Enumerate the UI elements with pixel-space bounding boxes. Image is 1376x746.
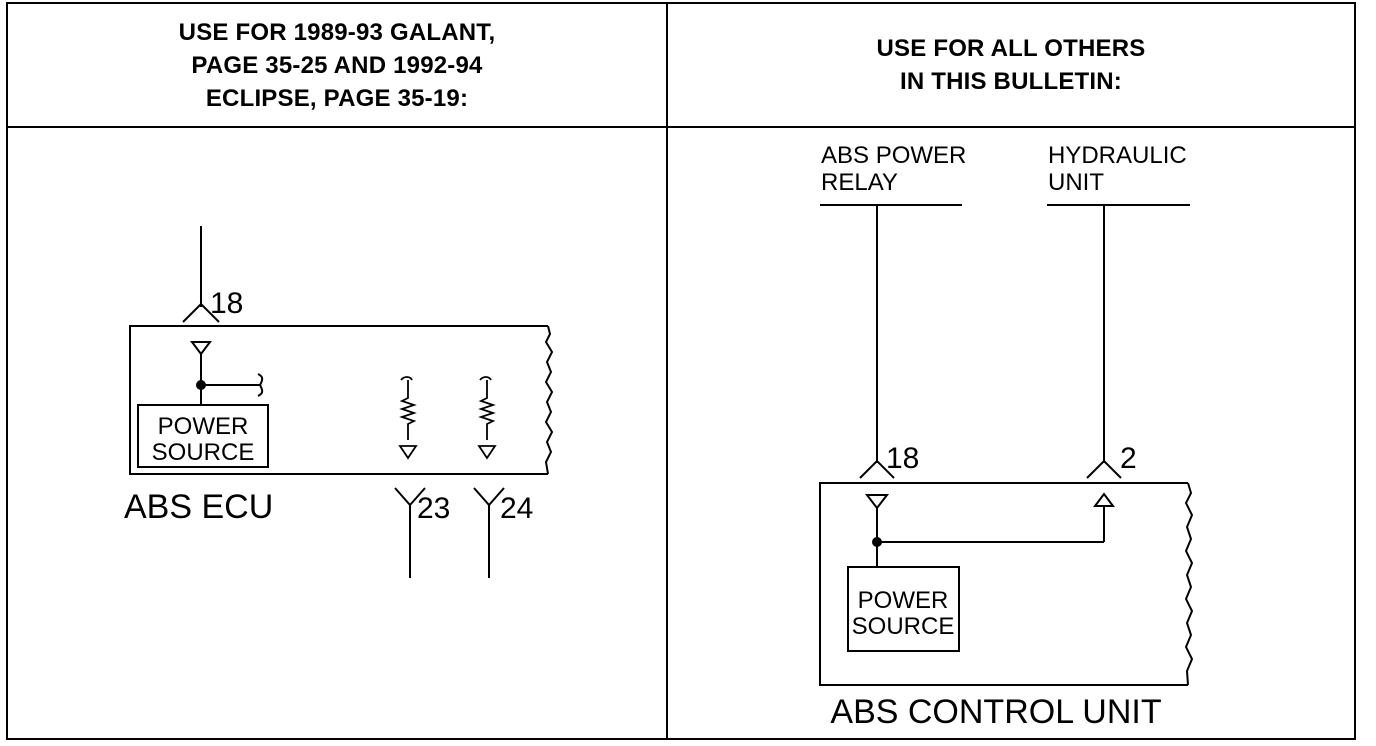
panel-divider <box>666 2 668 740</box>
pin-24-resistor <box>477 376 497 460</box>
bulletin-frame <box>6 2 1356 740</box>
pin-18-label: 18 <box>886 442 919 475</box>
abs-power-relay-line-2: RELAY <box>821 169 898 196</box>
pin-18-terminal <box>864 494 890 566</box>
pin-24-label: 24 <box>500 492 533 525</box>
pin-18-label: 18 <box>210 287 243 320</box>
junction-dot <box>872 537 882 547</box>
pin-2-terminal <box>1093 492 1115 542</box>
hydraulic-unit-line-1: HYDRAULIC <box>1048 142 1187 169</box>
left-header-line-3: ECLIPSE, PAGE 35-19: <box>205 84 469 112</box>
hydraulic-unit-line-2: UNIT <box>1048 169 1104 196</box>
power-source-box <box>847 566 960 652</box>
abs-ecu-box <box>129 325 554 475</box>
left-header-line-2: PAGE 35-25 AND 1992-94 <box>191 51 483 79</box>
abs-control-unit-box <box>819 482 1194 686</box>
header-divider <box>6 126 1356 128</box>
pin-23-connector <box>394 487 426 578</box>
right-header-line-2: IN THIS BULLETIN: <box>899 68 1123 95</box>
left-panel-header: USE FOR 1989-93 GALANT, PAGE 35-25 AND 1… <box>8 4 666 126</box>
right-panel-header: USE FOR ALL OTHERS IN THIS BULLETIN: <box>668 4 1354 126</box>
abs-ecu-label: ABS ECU <box>124 488 273 526</box>
pin-18-connector <box>859 459 895 479</box>
right-diagram: ABS POWER RELAY HYDRAULIC UNIT 18 2 POWE… <box>819 142 1194 731</box>
pin-18-connector <box>182 302 220 323</box>
power-source-line-1: POWER <box>158 413 249 440</box>
pin-2-label: 2 <box>1120 442 1137 475</box>
pin-23-resistor <box>398 376 418 460</box>
power-branch-wire <box>201 373 264 397</box>
power-source-box <box>137 404 269 468</box>
power-source-line-1: POWER <box>858 587 949 614</box>
pin-18-terminal <box>190 341 212 405</box>
left-header-line-1: USE FOR 1989-93 GALANT, <box>178 18 496 46</box>
power-source-line-2: SOURCE <box>852 613 955 640</box>
pin-23-label: 23 <box>417 492 450 525</box>
abs-power-relay-line-1: ABS POWER <box>821 142 966 169</box>
power-source-line-2: SOURCE <box>152 439 255 466</box>
pin-24-connector <box>473 487 505 578</box>
abs-control-unit-label: ABS CONTROL UNIT <box>830 693 1161 731</box>
right-header-line-1: USE FOR ALL OTHERS <box>876 35 1146 62</box>
left-diagram: 18 POWER SOURCE 23 24 ABS ECU <box>124 226 554 578</box>
pin-2-connector <box>1086 459 1122 479</box>
